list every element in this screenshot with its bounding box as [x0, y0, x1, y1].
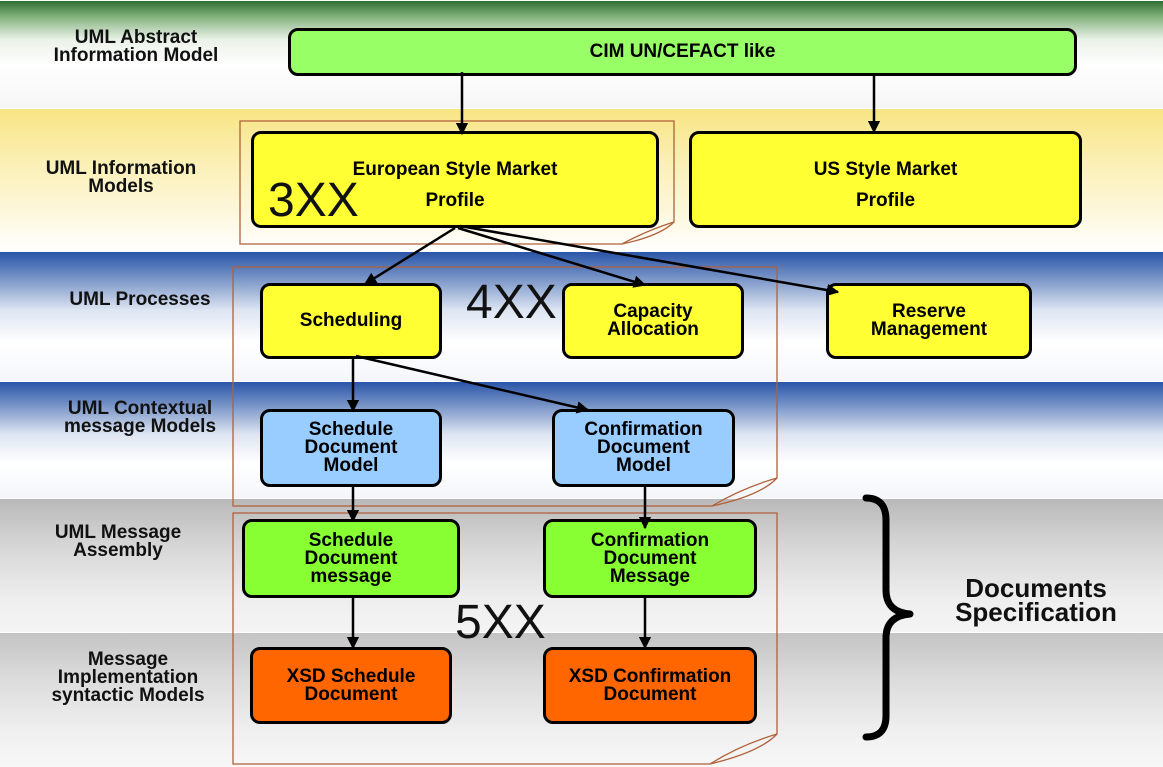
- group-label-4xx: 4XX: [466, 276, 557, 329]
- node-confirmation-document-message-label: Confirmation Document Message: [590, 529, 710, 587]
- node-confirmation-document-model-label: Confirmation Document Model: [584, 419, 703, 476]
- row-label-information-models: UML Information Models: [45, 158, 197, 197]
- arrow-european-to-reserve: [459, 224, 840, 297]
- group-5xx-fold: [709, 733, 778, 765]
- row-label-contextual-models: UML Contextual message Models: [63, 398, 217, 437]
- node-cim-label: CIM UN/CEFACT like: [589, 41, 776, 62]
- node-xsd-confirmation-document-label: XSD Confirmation Document: [568, 665, 732, 705]
- node-us-profile[interactable]: US Style Market Profile: [689, 131, 1082, 228]
- arrow-european-to-capacity: [457, 226, 647, 288]
- node-reserve-management[interactable]: Reserve Management: [826, 283, 1032, 359]
- node-scheduling[interactable]: Scheduling: [260, 283, 442, 359]
- node-capacity-allocation[interactable]: Capacity Allocation: [562, 283, 744, 359]
- row-label-message-assembly: UML Message Assembly: [54, 522, 182, 561]
- row-label-abstract-model: UML Abstract Information Model: [53, 27, 219, 66]
- node-xsd-confirmation-document[interactable]: XSD Confirmation Document: [543, 647, 757, 724]
- documents-brace: [862, 494, 914, 741]
- group-3xx-fold: [621, 221, 675, 245]
- node-european-profile[interactable]: European Style Market Profile: [251, 131, 659, 228]
- node-european-profile-label: European Style Market Profile: [352, 159, 558, 211]
- arrow-scheduling-to-confirmation-model: [355, 354, 590, 414]
- node-capacity-allocation-label: Capacity Allocation: [607, 301, 699, 340]
- node-schedule-document-model-label: Schedule Document Model: [304, 419, 398, 476]
- node-xsd-schedule-document-label: XSD Schedule Document: [286, 665, 416, 705]
- node-cim[interactable]: CIM UN/CEFACT like: [288, 28, 1077, 76]
- node-us-profile-label: US Style Market Profile: [813, 159, 958, 211]
- group-label-3xx: 3XX: [268, 174, 359, 227]
- arrow-european-to-scheduling: [363, 226, 456, 286]
- node-schedule-document-model[interactable]: Schedule Document Model: [260, 409, 442, 487]
- group-4xx-fold: [711, 477, 778, 507]
- node-confirmation-document-model[interactable]: Confirmation Document Model: [552, 409, 735, 487]
- node-confirmation-document-message[interactable]: Confirmation Document Message: [543, 519, 757, 598]
- row-label-processes: UML Processes: [69, 289, 211, 310]
- group-label-5xx: 5XX: [455, 596, 546, 649]
- row-label-syntactic-models: Message Implementation syntactic Models: [51, 649, 205, 706]
- node-reserve-management-label: Reserve Management: [870, 301, 988, 340]
- node-scheduling-label: Scheduling: [299, 310, 403, 331]
- node-schedule-document-message-label: Schedule Document message: [304, 529, 398, 587]
- documents-specification-label: Documents Specification: [955, 573, 1117, 627]
